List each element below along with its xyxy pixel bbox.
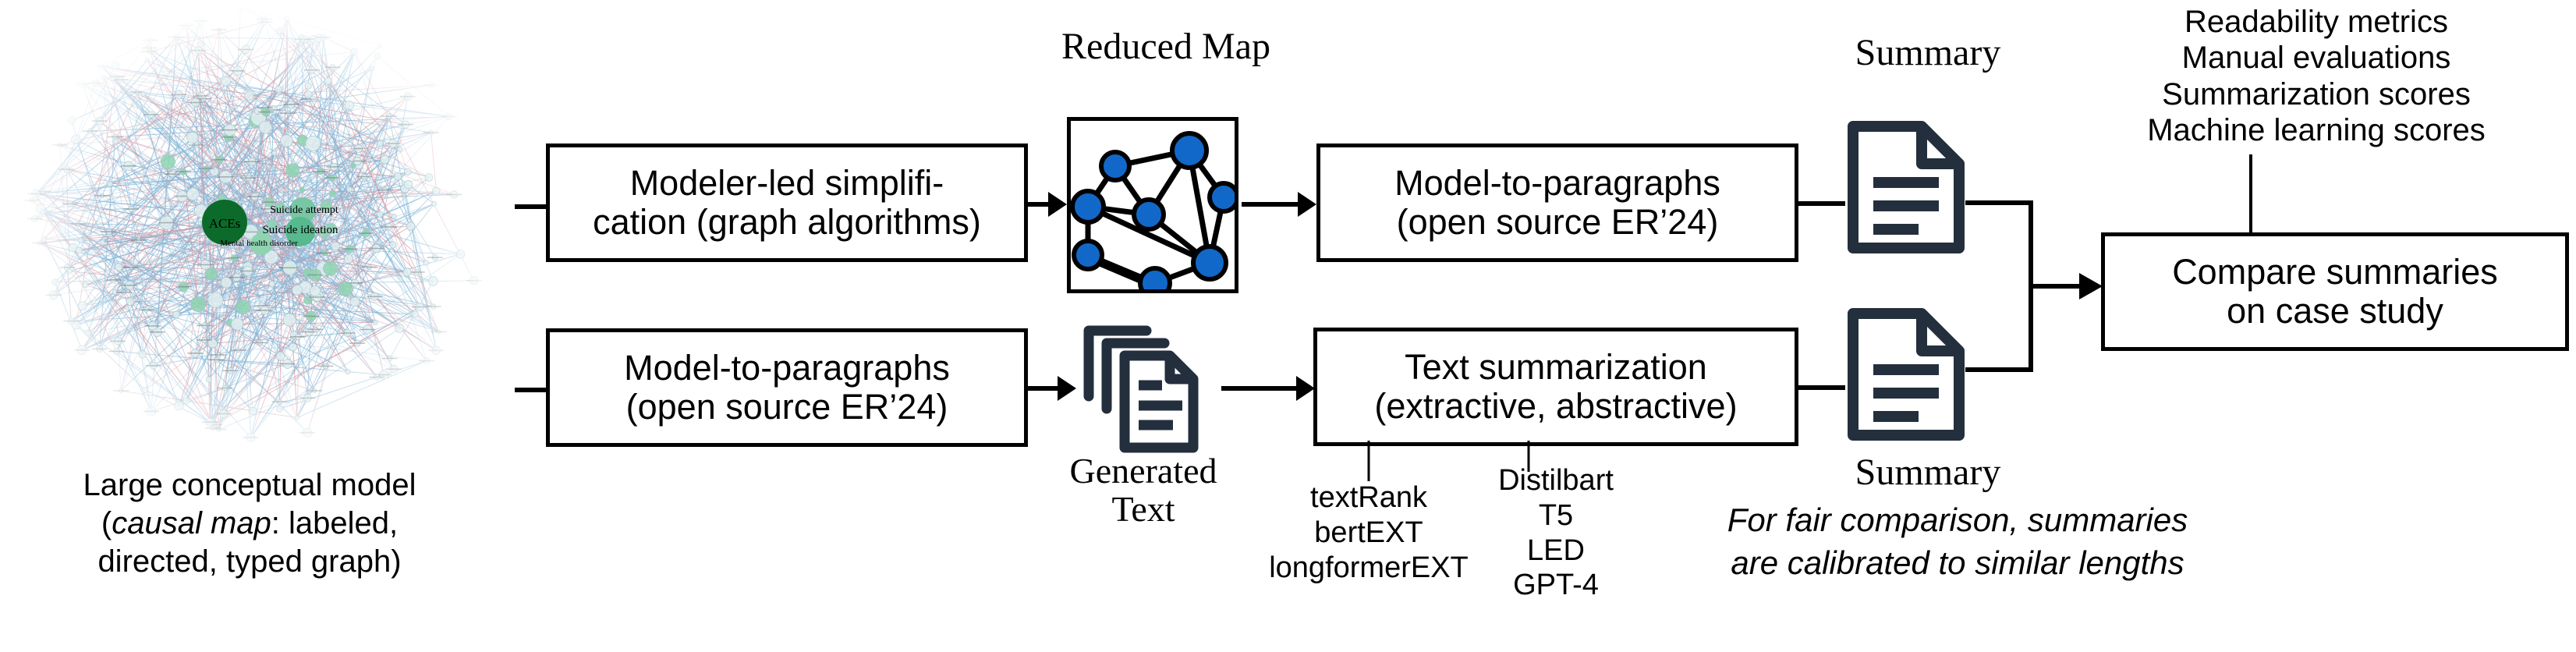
svg-text:Suicide attempt: Suicide attempt [270, 204, 338, 216]
box-modeler-led-simplification[interactable]: Modeler-led simplifi- cation (graph algo… [546, 144, 1028, 262]
connector-lower-to-summary [1798, 385, 1845, 390]
evaluation-metric-3: Machine learning scores [2147, 113, 2486, 148]
box-model-to-paragraphs-upper[interactable]: Model-to-paragraphs (open source ER’24) [1316, 144, 1798, 262]
caption-line-1: Large conceptual model [83, 468, 416, 502]
box-m2p-upper-line-1: Model-to-paragraphs [1394, 162, 1720, 203]
summary-label-bottom: Summary [1855, 452, 2001, 493]
document-icon [1848, 308, 1965, 441]
box-m2p-lower-line-2: (open source ER’24) [625, 387, 948, 427]
arrow-generated-text-to-summarization [1221, 376, 1315, 401]
evaluation-metric-1: Manual evaluations [2181, 41, 2451, 76]
generated-text-icon[interactable] [1075, 321, 1215, 462]
reduced-map-label: Reduced Map [1061, 26, 1270, 67]
note-line-1: For fair comparison, summaries [1727, 501, 2188, 538]
box-m2p-lower-line-1: Model-to-paragraphs [624, 347, 950, 388]
method-leader-lines [1367, 441, 1530, 481]
abstractive-method-2: LED [1527, 533, 1585, 567]
caption-line-3: directed, typed graph) [97, 544, 402, 579]
summary-icon-top[interactable] [1841, 117, 1973, 257]
document-icon [1848, 121, 1965, 253]
box-model-to-paragraphs-lower[interactable]: Model-to-paragraphs (open source ER’24) [546, 328, 1028, 447]
generated-text-label-line-1: Generated [1069, 451, 1217, 491]
extractive-method-2: longformerEXT [1269, 551, 1469, 584]
box-summarization-line-1: Text summarization [1405, 346, 1707, 387]
box-compare-line-2: on case study [2227, 291, 2443, 331]
metrics-leader-line [2249, 154, 2252, 237]
generated-text-label-line-2: Text [1111, 488, 1175, 529]
abstractive-method-1: T5 [1538, 498, 1574, 532]
abstractive-method-list: Distilbart T5 LED GPT-4 [1460, 463, 1652, 603]
box-simplification-line-2: cation (graph algorithms) [593, 202, 981, 242]
caption-line-2: (causal map: labeled, [0, 505, 499, 543]
reduced-map-thumbnail[interactable] [1067, 117, 1238, 293]
extractive-method-1: bertEXT [1314, 516, 1423, 549]
svg-text:Mental health disorder: Mental health disorder [220, 239, 298, 248]
box-summarization-line-2: (extractive, abstractive) [1374, 386, 1738, 426]
svg-text:ACEs: ACEs [209, 216, 241, 231]
connector-upper-to-summary [1798, 201, 1845, 206]
reduced-map-graph [1071, 131, 1235, 289]
generated-text-label: Generated Text [1026, 452, 1260, 529]
evaluation-metric-2: Summarization scores [2162, 76, 2471, 112]
summary-icon-bottom[interactable] [1841, 304, 1973, 445]
box-m2p-upper-line-2: (open source ER’24) [1396, 202, 1719, 242]
merge-connector [1965, 200, 2103, 372]
evaluation-metric-0: Readability metrics [2184, 5, 2448, 39]
arrow-paragraphs-to-generated-text [1028, 376, 1076, 401]
evaluation-metrics-list: Readability metrics Manual evaluations S… [2059, 4, 2574, 149]
summary-label-top: Summary [1855, 32, 2001, 73]
causal-map-caption: Large conceptual model (causal map: labe… [0, 466, 499, 580]
caption-paren-open: ( [101, 505, 112, 540]
abstractive-method-0: Distilbart [1498, 464, 1614, 497]
arrow-reduced-map-to-paragraphs [1242, 192, 1316, 217]
svg-text:Suicide ideation: Suicide ideation [262, 224, 338, 236]
box-compare-line-1: Compare summaries [2172, 251, 2498, 292]
caption-emphasis: causal map [112, 505, 271, 540]
extractive-method-0: textRank [1310, 481, 1427, 514]
fair-comparison-note: For fair comparison, summaries are calib… [1677, 499, 2238, 584]
caption-line-2-rest: : labeled, [271, 505, 399, 540]
box-compare-summaries[interactable]: Compare summaries on case study [2101, 232, 2569, 351]
abstractive-method-3: GPT-4 [1513, 569, 1599, 602]
note-line-2: are calibrated to similar lengths [1731, 544, 2184, 581]
box-simplification-line-1: Modeler-led simplifi- [629, 162, 944, 203]
extractive-method-list: textRank bertEXT longformerEXT [1256, 480, 1482, 585]
arrow-simplification-to-reduced-map [1028, 192, 1067, 217]
documents-stack-icon [1083, 325, 1199, 453]
box-text-summarization[interactable]: Text summarization (extractive, abstract… [1313, 328, 1798, 446]
